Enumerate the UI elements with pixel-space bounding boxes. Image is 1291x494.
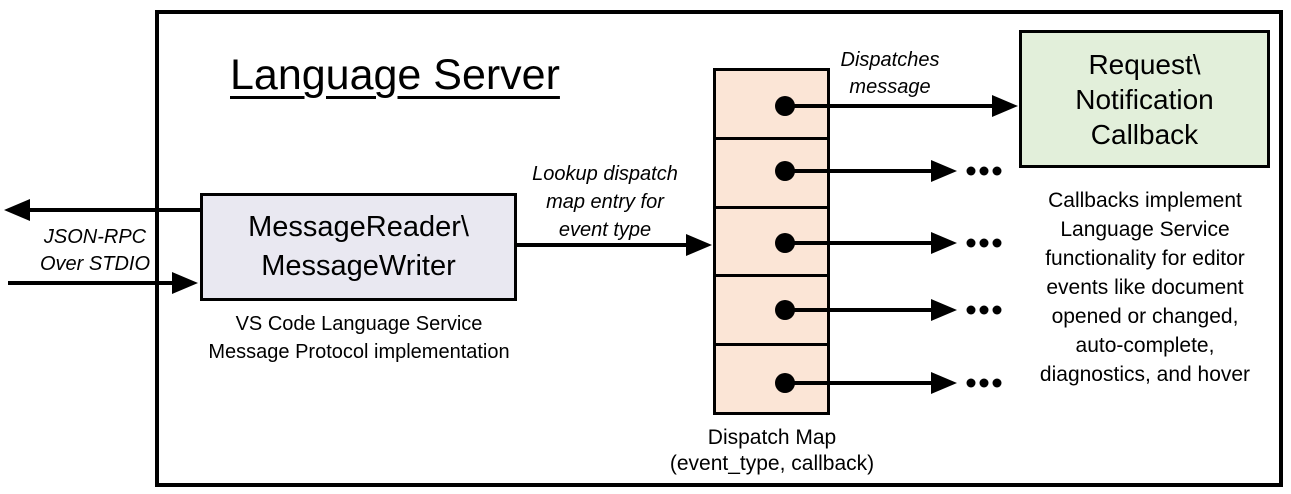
message-node-line1: MessageReader\ xyxy=(248,211,469,243)
dispatches-label-line2: message xyxy=(849,76,931,98)
dispatch-map-cell xyxy=(716,209,827,278)
dispatch-map-cell xyxy=(716,346,827,412)
lookup-label-line2: map entry for xyxy=(546,191,664,213)
callback-node-line3: Callback xyxy=(1090,118,1199,150)
callback-node-line1: Request\ xyxy=(1088,48,1201,80)
message-node-caption: VS Code Language Service Message Protoco… xyxy=(198,310,520,366)
language-server-box xyxy=(155,10,1283,487)
diagram-title: Language Server xyxy=(230,51,560,99)
stdio-label-line1: JSON-RPC xyxy=(43,226,147,248)
callbacks-note-line: Language Service xyxy=(1060,218,1230,241)
lookup-label: Lookup dispatch map entry for event type xyxy=(512,160,698,244)
dispatch-map-cell xyxy=(716,71,827,140)
dispatch-map-cell xyxy=(716,140,827,209)
callbacks-note-line: opened or changed, xyxy=(1051,305,1239,328)
dispatches-label-line1: Dispatches xyxy=(840,49,940,71)
callbacks-note: Callbacks implement Language Service fun… xyxy=(1018,186,1272,389)
lookup-label-line1: Lookup dispatch xyxy=(532,163,678,185)
dispatch-caption-line1: Dispatch Map xyxy=(707,426,837,449)
dispatch-caption-line2: (event_type, callback) xyxy=(669,452,875,475)
callbacks-note-line: auto-complete, xyxy=(1075,334,1215,357)
callbacks-note-line: events like document xyxy=(1046,276,1244,299)
dispatch-map-box xyxy=(713,68,830,415)
request-notification-callback-box: Request\ Notification Callback xyxy=(1019,30,1270,168)
callback-node-line2: Notification xyxy=(1075,83,1214,115)
dispatch-map-cell xyxy=(716,277,827,347)
stdio-channel-label: JSON-RPC Over STDIO xyxy=(15,224,175,278)
callbacks-note-line: diagnostics, and hover xyxy=(1039,363,1251,386)
message-reader-writer-box: MessageReader\ MessageWriter xyxy=(200,193,517,301)
message-caption-line1: VS Code Language Service xyxy=(235,313,483,335)
callbacks-note-line: functionality for editor xyxy=(1045,247,1245,270)
dispatches-message-label: Dispatches message xyxy=(815,47,965,101)
callbacks-note-line: Callbacks implement xyxy=(1048,189,1242,212)
dispatch-map-caption: Dispatch Map (event_type, callback) xyxy=(649,425,895,477)
message-node-line2: MessageWriter xyxy=(261,250,456,282)
lookup-label-line3: event type xyxy=(558,219,652,241)
stdio-label-line2: Over STDIO xyxy=(39,253,150,275)
message-caption-line2: Message Protocol implementation xyxy=(208,341,510,363)
